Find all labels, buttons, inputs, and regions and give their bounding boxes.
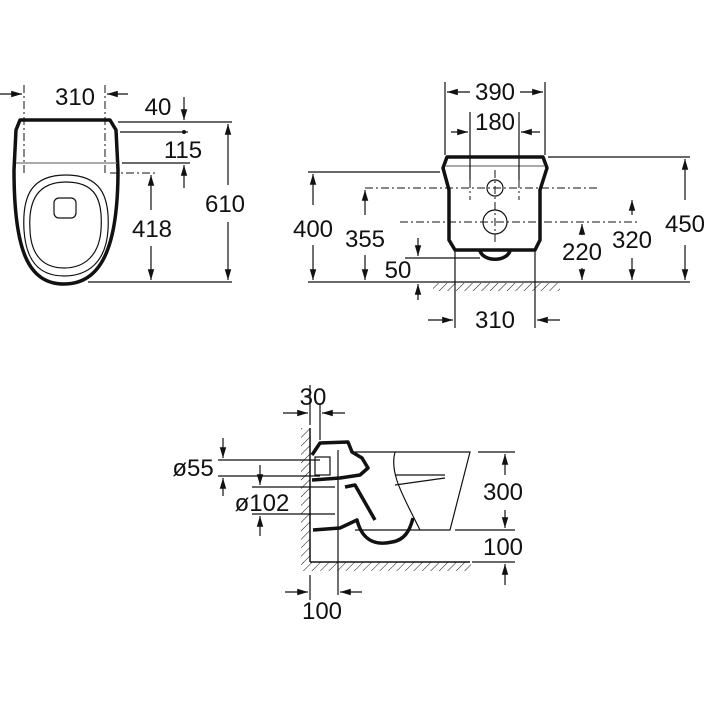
dim-outlet-diameter: ø102 — [235, 490, 290, 517]
dim-total-height: 450 — [665, 211, 705, 238]
dim-height-320: 320 — [612, 227, 652, 254]
dim-hinge-distance: 115 — [164, 137, 202, 164]
dim-outlet-offset: 50 — [385, 257, 412, 284]
dim-height-355: 355 — [345, 226, 385, 253]
dim-floor-clearance: 100 — [483, 534, 523, 561]
dim-fixing-spacing: 180 — [475, 109, 515, 136]
side-view: 30 ø55 ø102 300 100 100 — [172, 384, 523, 625]
seat-outline — [23, 174, 109, 277]
dim-outlet-to-wall: 100 — [302, 598, 342, 625]
dim-wall-gap: 30 — [300, 384, 327, 411]
dim-hinge-to-front: 418 — [132, 216, 172, 243]
dim-bowl-height: 300 — [483, 479, 523, 506]
dim-height-220: 220 — [562, 239, 602, 266]
top-view: 310 40 115 610 418 — [0, 84, 245, 286]
toilet-outline-side — [310, 440, 415, 545]
dim-height-400: 400 — [293, 216, 333, 243]
dim-inlet-diameter: ø55 — [172, 455, 213, 482]
dim-base-width: 310 — [475, 307, 515, 334]
dim-seat-offset: 40 — [145, 94, 172, 121]
toilet-outline-top — [12, 118, 120, 286]
front-view: 390 180 400 355 450 320 220 50 310 — [293, 79, 705, 334]
dim-overall-width: 390 — [475, 79, 515, 106]
dim-length: 610 — [205, 191, 245, 218]
dim-top-width: 310 — [55, 84, 95, 111]
